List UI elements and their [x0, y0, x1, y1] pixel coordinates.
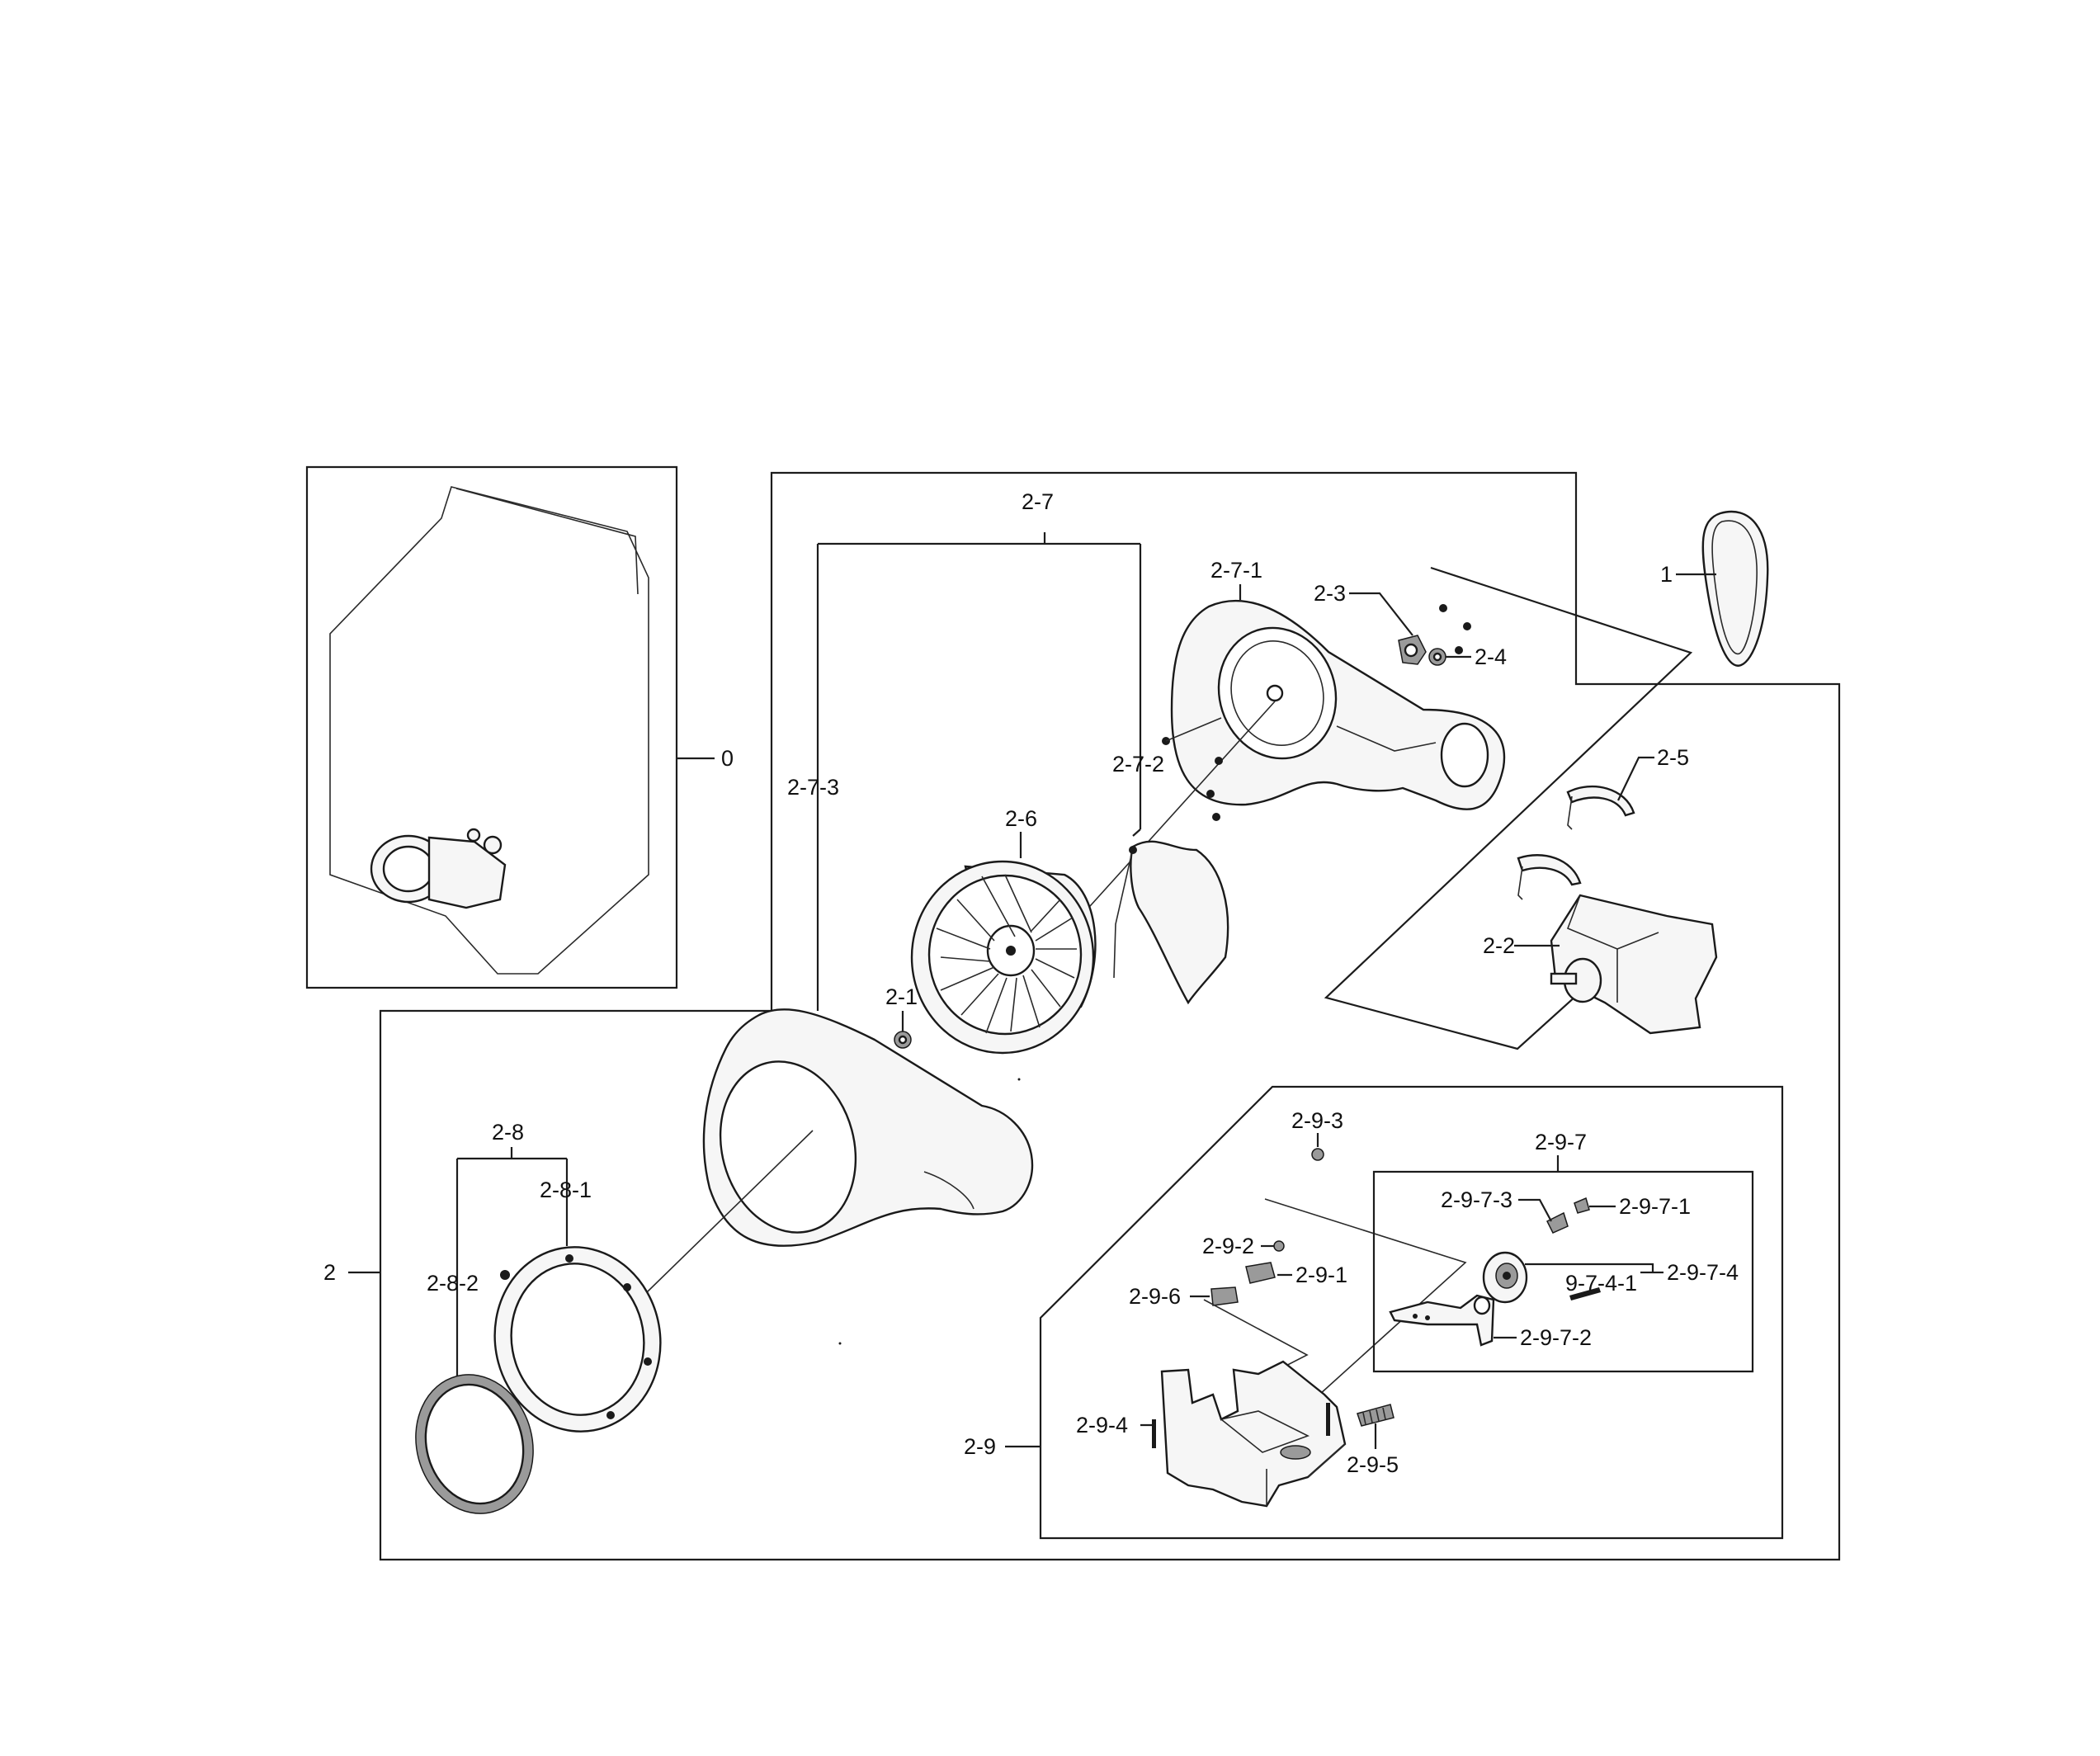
label-2-9-7-4: 2-9-7-4 [1667, 1260, 1739, 1285]
part-2-9-6-sensor [1210, 1286, 1239, 1306]
part-2-9-3-screw [1311, 1148, 1324, 1161]
part-0-dryer-cabinet [329, 486, 649, 975]
part-2-7-2-duct-seal [1113, 840, 1229, 1005]
label-2-7-3: 2-7-3 [787, 775, 839, 800]
label-1: 1 [1660, 562, 1673, 587]
assembly-2-9-7-box [1372, 1170, 1754, 1373]
label-2-9-4: 2-9-4 [1076, 1413, 1128, 1437]
label-2-3: 2-3 [1314, 581, 1346, 606]
part-2-9-7-4-idler-pulley [1482, 1251, 1528, 1304]
part-2-5-motor-clamps [1517, 786, 1635, 900]
label-2-7: 2-7 [1022, 489, 1054, 514]
stray-dot [1017, 1078, 1021, 1081]
part-2-9-7-3-shaft [1546, 1211, 1569, 1234]
label-2-9-7-1: 2-9-7-1 [1619, 1194, 1691, 1219]
part-2-9-2-screw [1273, 1240, 1285, 1252]
part-2-7-3-blower-housing-front [702, 1008, 1034, 1247]
bracket-2-7 [816, 532, 1142, 1011]
part-2-1-nut [894, 1031, 912, 1049]
screws-2-7-1 [1162, 717, 1223, 821]
part-2-3-idler [1398, 604, 1471, 665]
part-1-drive-belt [1701, 510, 1769, 667]
leader-2-9-7-3 [1518, 1198, 1552, 1222]
leader-2-6-axis [1074, 701, 1276, 923]
part-2-2-drive-motor [1550, 894, 1718, 1035]
leader-2-5 [1617, 756, 1654, 801]
stray-dot [838, 1342, 842, 1345]
leader-2-9-7-4 [1525, 1263, 1654, 1272]
label-2: 2 [323, 1260, 336, 1285]
label-2-6: 2-6 [1005, 806, 1037, 831]
part-9-7-4-1-pin [1569, 1287, 1601, 1300]
part-2-9-7-2-idler-arm [1389, 1294, 1495, 1347]
assembly-2-outline [379, 471, 1841, 1561]
label-2-8-2: 2-8-2 [427, 1271, 479, 1296]
label-2-9-6: 2-9-6 [1129, 1284, 1181, 1309]
bracket-2-8 [455, 1147, 569, 1386]
part-2-9-7-1-cap [1574, 1197, 1590, 1214]
label-2-9-1: 2-9-1 [1295, 1263, 1347, 1287]
assembly-0-box [305, 465, 678, 989]
label-2-4: 2-4 [1475, 644, 1507, 669]
label-2-9-7: 2-9-7 [1535, 1130, 1587, 1154]
part-2-4-pulley [1428, 648, 1446, 666]
label-9-7-4-1: 9-7-4-1 [1565, 1271, 1637, 1296]
leader-2-9-6-axis [1203, 1299, 1309, 1375]
label-2-7-1: 2-7-1 [1210, 558, 1262, 583]
part-2-8-1-bearing-housing [493, 1246, 662, 1433]
label-2-8-1: 2-8-1 [540, 1178, 592, 1202]
label-0: 0 [721, 746, 734, 771]
label-2-9-3: 2-9-3 [1291, 1108, 1343, 1133]
label-2-9-2: 2-9-2 [1202, 1234, 1254, 1258]
label-2-9: 2-9 [964, 1434, 996, 1459]
label-2-9-7-2: 2-9-7-2 [1520, 1325, 1592, 1350]
part-2-6-blower-wheel [910, 860, 1097, 1055]
label-2-1: 2-1 [885, 984, 918, 1009]
label-2-9-7-3: 2-9-7-3 [1441, 1187, 1512, 1212]
label-2-8: 2-8 [492, 1120, 524, 1145]
leader-2-3 [1349, 592, 1413, 636]
part-2-8-2-gasket [415, 1374, 534, 1514]
part-2-9-5-spring [1357, 1404, 1394, 1427]
label-2-2: 2-2 [1483, 933, 1515, 958]
motor-panel-outline [1324, 566, 1693, 1050]
part-2-9-1-switch [1245, 1262, 1276, 1284]
part-2-9-4-motor-bracket [1152, 1360, 1347, 1508]
part-2-7-1-blower-housing-rear [1170, 599, 1506, 810]
leader-2-9-3-axis [1264, 1198, 1467, 1395]
leader-axis-front [647, 1130, 814, 1292]
label-2-7-2: 2-7-2 [1112, 752, 1164, 777]
label-2-9-5: 2-9-5 [1347, 1452, 1399, 1477]
label-2-5: 2-5 [1657, 745, 1689, 770]
assembly-2-9-box [1039, 1085, 1784, 1540]
